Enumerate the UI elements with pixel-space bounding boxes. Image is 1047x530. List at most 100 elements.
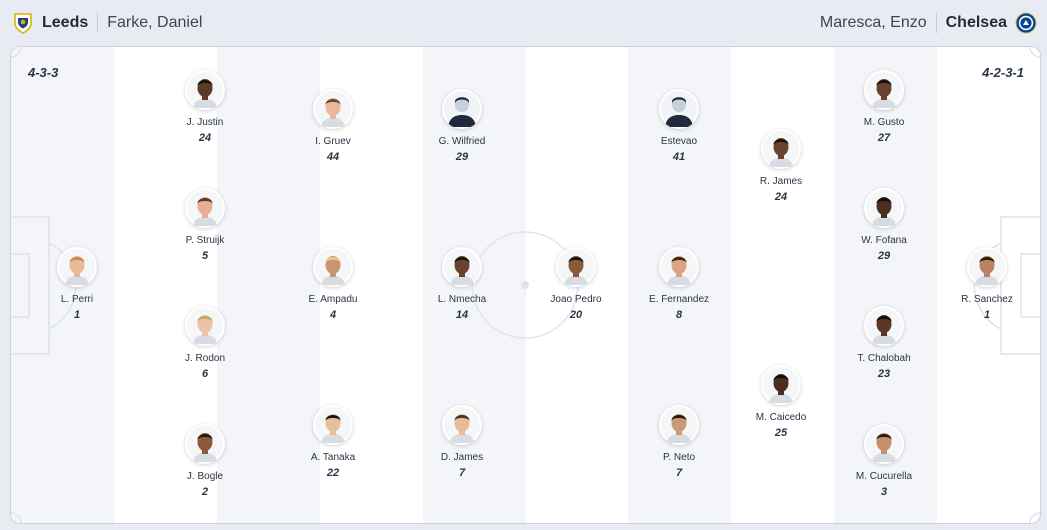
player-name: G. Wilfried [438,136,486,147]
home-formation: 4-3-3 [28,65,59,80]
player-number: 24 [198,132,212,144]
player-avatar [659,247,699,287]
player-name: W. Fofana [861,235,907,246]
player-number: 44 [326,151,340,163]
match-lineup-header: Leeds Farke, Daniel Maresca, Enzo Chelse… [0,0,1047,46]
player-card[interactable]: L. Nmecha 14 [402,247,522,321]
player-avatar [313,89,353,129]
player-avatar [556,247,596,287]
player-avatar [185,306,225,346]
player-portrait-icon [187,426,223,462]
home-team-name[interactable]: Leeds [42,14,89,31]
player-card[interactable]: G. Wilfried 29 [402,89,522,163]
player-number: 3 [880,486,888,498]
player-portrait-icon [866,190,902,226]
player-card[interactable]: J. Bogle 2 [145,424,265,498]
player-card[interactable]: W. Fofana 29 [824,188,944,262]
player-avatar [57,247,97,287]
player-number: 41 [672,151,686,163]
player-number: 4 [329,309,337,321]
player-card[interactable]: R. Sanchez 1 [927,247,1040,321]
player-card[interactable]: L. Perri 1 [17,247,137,321]
player-number: 20 [569,309,583,321]
player-avatar [185,424,225,464]
player-name: P. Struijk [185,235,225,246]
divider [935,13,937,33]
player-number: 23 [877,368,891,380]
player-name: J. Rodon [184,353,226,364]
player-portrait-icon [866,426,902,462]
player-portrait-icon [315,249,351,285]
player-number: 22 [326,467,340,479]
away-team-header: Maresca, Enzo Chelsea [820,0,1047,46]
player-name: T. Chalobah [857,353,911,364]
player-name: M. Gusto [863,117,905,128]
player-avatar [761,365,801,405]
player-name: R. Sanchez [961,294,1013,305]
player-card[interactable]: P. Struijk 5 [145,188,265,262]
player-number: 29 [877,250,891,262]
player-card[interactable]: M. Cucurella 3 [824,424,944,498]
player-name: M. Caicedo [755,412,807,423]
player-name: R. James [759,176,803,187]
player-card[interactable]: I. Gruev 44 [273,89,393,163]
player-card[interactable]: M. Gusto 27 [824,70,944,144]
divider [97,13,99,33]
player-avatar [442,405,482,445]
home-coach-name[interactable]: Farke, Daniel [107,14,203,31]
player-portrait-icon [763,131,799,167]
player-portrait-icon [315,91,351,127]
home-team-header: Leeds Farke, Daniel [0,0,202,46]
player-card[interactable]: P. Neto 7 [619,405,739,479]
player-name: A. Tanaka [310,452,356,463]
player-avatar [313,405,353,445]
player-card[interactable]: E. Fernandez 8 [619,247,739,321]
player-number: 2 [201,486,209,498]
player-number: 14 [455,309,469,321]
player-name: J. Justin [186,117,224,128]
player-portrait-icon [661,91,697,127]
player-name: Estevao [660,136,698,147]
player-portrait-icon [969,249,1005,285]
player-number: 7 [675,467,683,479]
player-name: D. James [440,452,484,463]
player-portrait-icon [444,407,480,443]
player-card[interactable]: Estevao 41 [619,89,739,163]
player-avatar [864,70,904,110]
player-avatar [864,188,904,228]
player-card[interactable]: J. Rodon 6 [145,306,265,380]
player-number: 1 [73,309,81,321]
player-card[interactable]: D. James 7 [402,405,522,479]
player-card[interactable]: M. Caicedo 25 [721,365,841,439]
pitch-stripe [423,47,526,523]
player-card[interactable]: R. James 24 [721,129,841,203]
player-card[interactable]: A. Tanaka 22 [273,405,393,479]
player-name: L. Nmecha [437,294,487,305]
player-name: P. Neto [662,452,696,463]
player-portrait-icon [444,249,480,285]
player-card[interactable]: E. Ampadu 4 [273,247,393,321]
player-avatar [313,247,353,287]
player-avatar [659,405,699,445]
player-portrait-icon [315,407,351,443]
player-name: L. Perri [60,294,94,305]
player-avatar [442,247,482,287]
player-portrait-icon [444,91,480,127]
player-number: 1 [983,309,991,321]
player-portrait-icon [661,249,697,285]
player-avatar [185,188,225,228]
player-card[interactable]: Joao Pedro 20 [516,247,636,321]
player-card[interactable]: T. Chalobah 23 [824,306,944,380]
away-formation: 4-2-3-1 [982,65,1024,80]
player-avatar [442,89,482,129]
player-avatar [659,89,699,129]
away-team-name[interactable]: Chelsea [945,14,1007,31]
player-name: I. Gruev [315,136,351,147]
player-avatar [967,247,1007,287]
player-number: 8 [675,309,683,321]
away-coach-name[interactable]: Maresca, Enzo [819,14,927,31]
player-portrait-icon [187,190,223,226]
player-name: E. Fernandez [648,294,710,305]
player-card[interactable]: J. Justin 24 [145,70,265,144]
player-avatar [864,306,904,346]
